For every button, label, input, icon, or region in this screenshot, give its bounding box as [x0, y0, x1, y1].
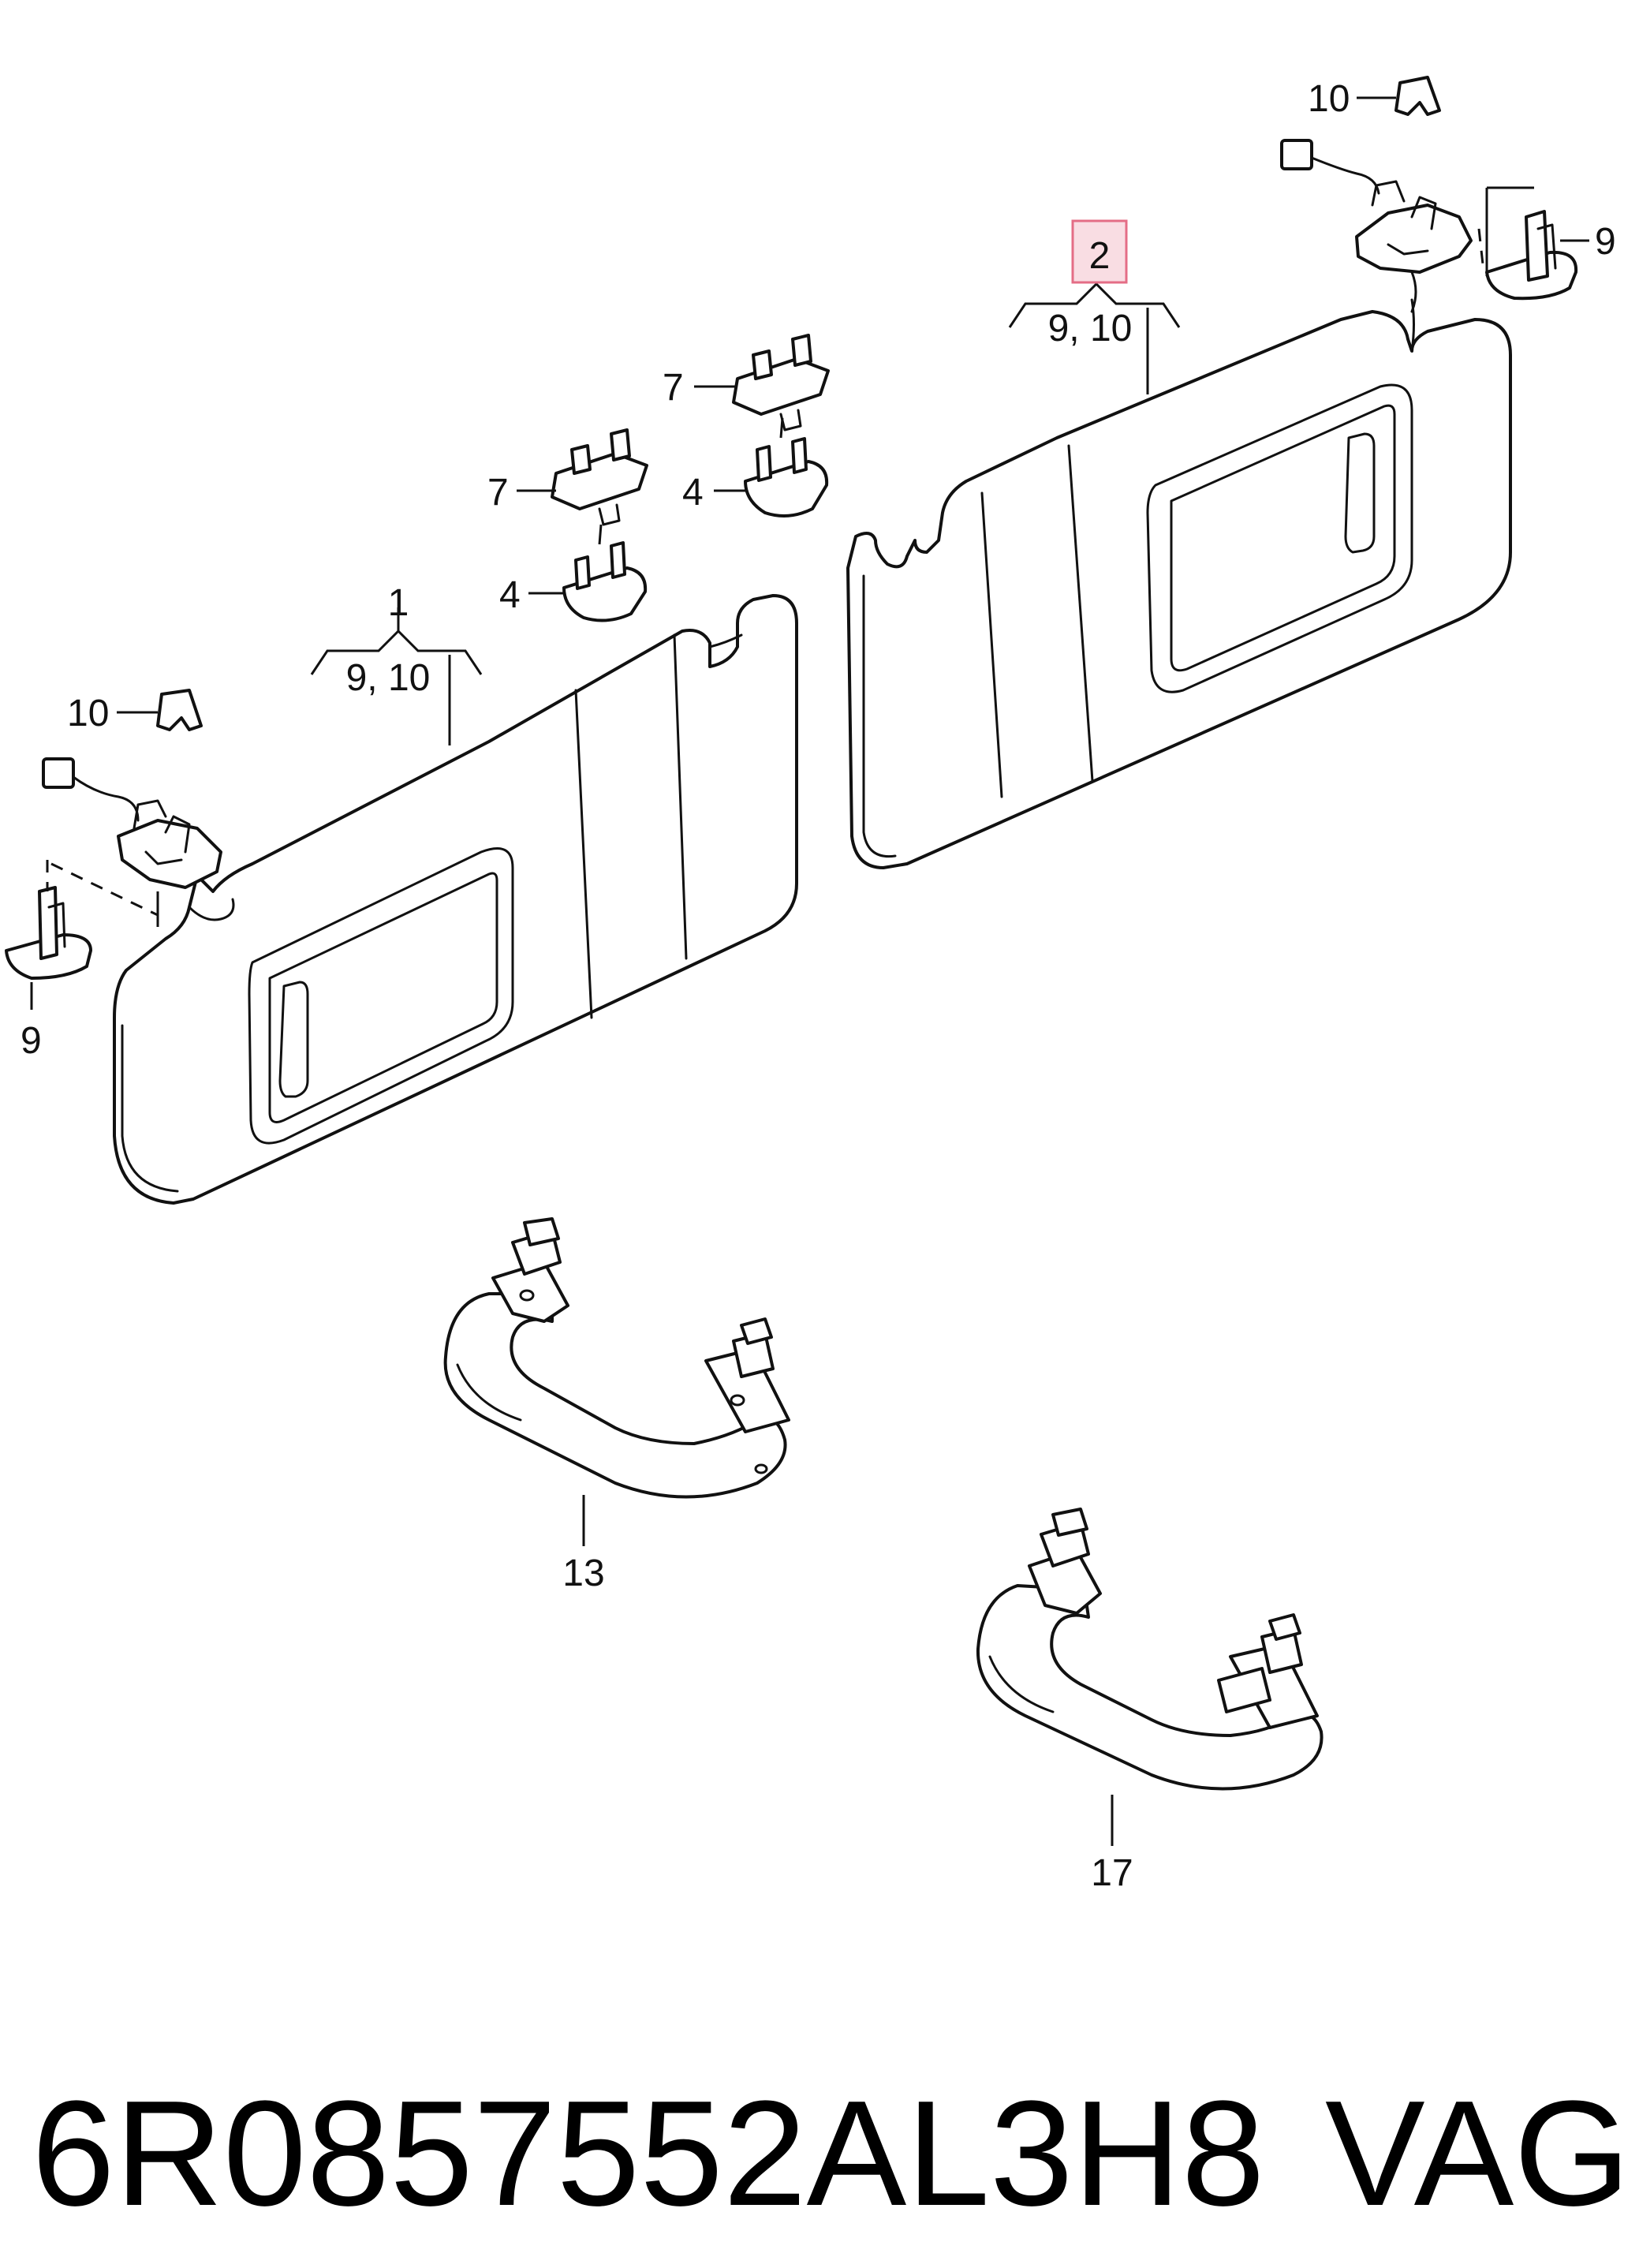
- highlight-box-part-2: [1071, 219, 1128, 284]
- callout-leaders: [30, 96, 1589, 1846]
- callout-9-right: 9: [1595, 221, 1616, 263]
- cap-4-lower: [562, 524, 648, 622]
- clip-10-left: [156, 689, 203, 731]
- callout-2: 2: [1089, 235, 1111, 277]
- right-visor-hinge: [1280, 139, 1534, 313]
- clip-10-right: [1394, 76, 1441, 116]
- left-visor-hinge: [42, 757, 222, 927]
- callout-2-sub: 9, 10: [1048, 308, 1133, 349]
- callout-4-lower: 4: [499, 574, 521, 616]
- callout-13: 13: [562, 1552, 604, 1594]
- cap-9-left: [5, 860, 92, 980]
- callout-1-sub: 9, 10: [346, 657, 431, 699]
- callout-17: 17: [1091, 1852, 1133, 1894]
- callout-10-right: 10: [1308, 78, 1350, 120]
- grab-handle-13: [443, 1217, 790, 1499]
- part-number: 6R0857552AL3H8: [32, 2070, 1265, 2237]
- grab-handle-17: [976, 1508, 1324, 1791]
- footer-caption: 6R0857552AL3H8 VAG: [32, 2070, 1630, 2237]
- clip-7-upper: [732, 334, 830, 432]
- callout-10-left: 10: [67, 693, 109, 734]
- callout-4-upper: 4: [682, 472, 704, 514]
- clip-7-lower: [551, 428, 648, 526]
- callout-7-upper: 7: [663, 367, 684, 409]
- left-sun-visor: [113, 594, 798, 1205]
- callout-1: 1: [388, 582, 409, 624]
- parts-diagram: 1 9, 10 2 9, 10 10 10 9 9 7 4 7 4 13 17: [5, 76, 1616, 1894]
- cap-9-right: [1485, 210, 1578, 301]
- callout-7-lower: 7: [487, 472, 509, 514]
- callout-9-left: 9: [21, 1020, 42, 1062]
- cap-4-upper: [744, 417, 829, 517]
- right-sun-visor: [846, 298, 1512, 869]
- brand-label: VAG: [1325, 2070, 1631, 2237]
